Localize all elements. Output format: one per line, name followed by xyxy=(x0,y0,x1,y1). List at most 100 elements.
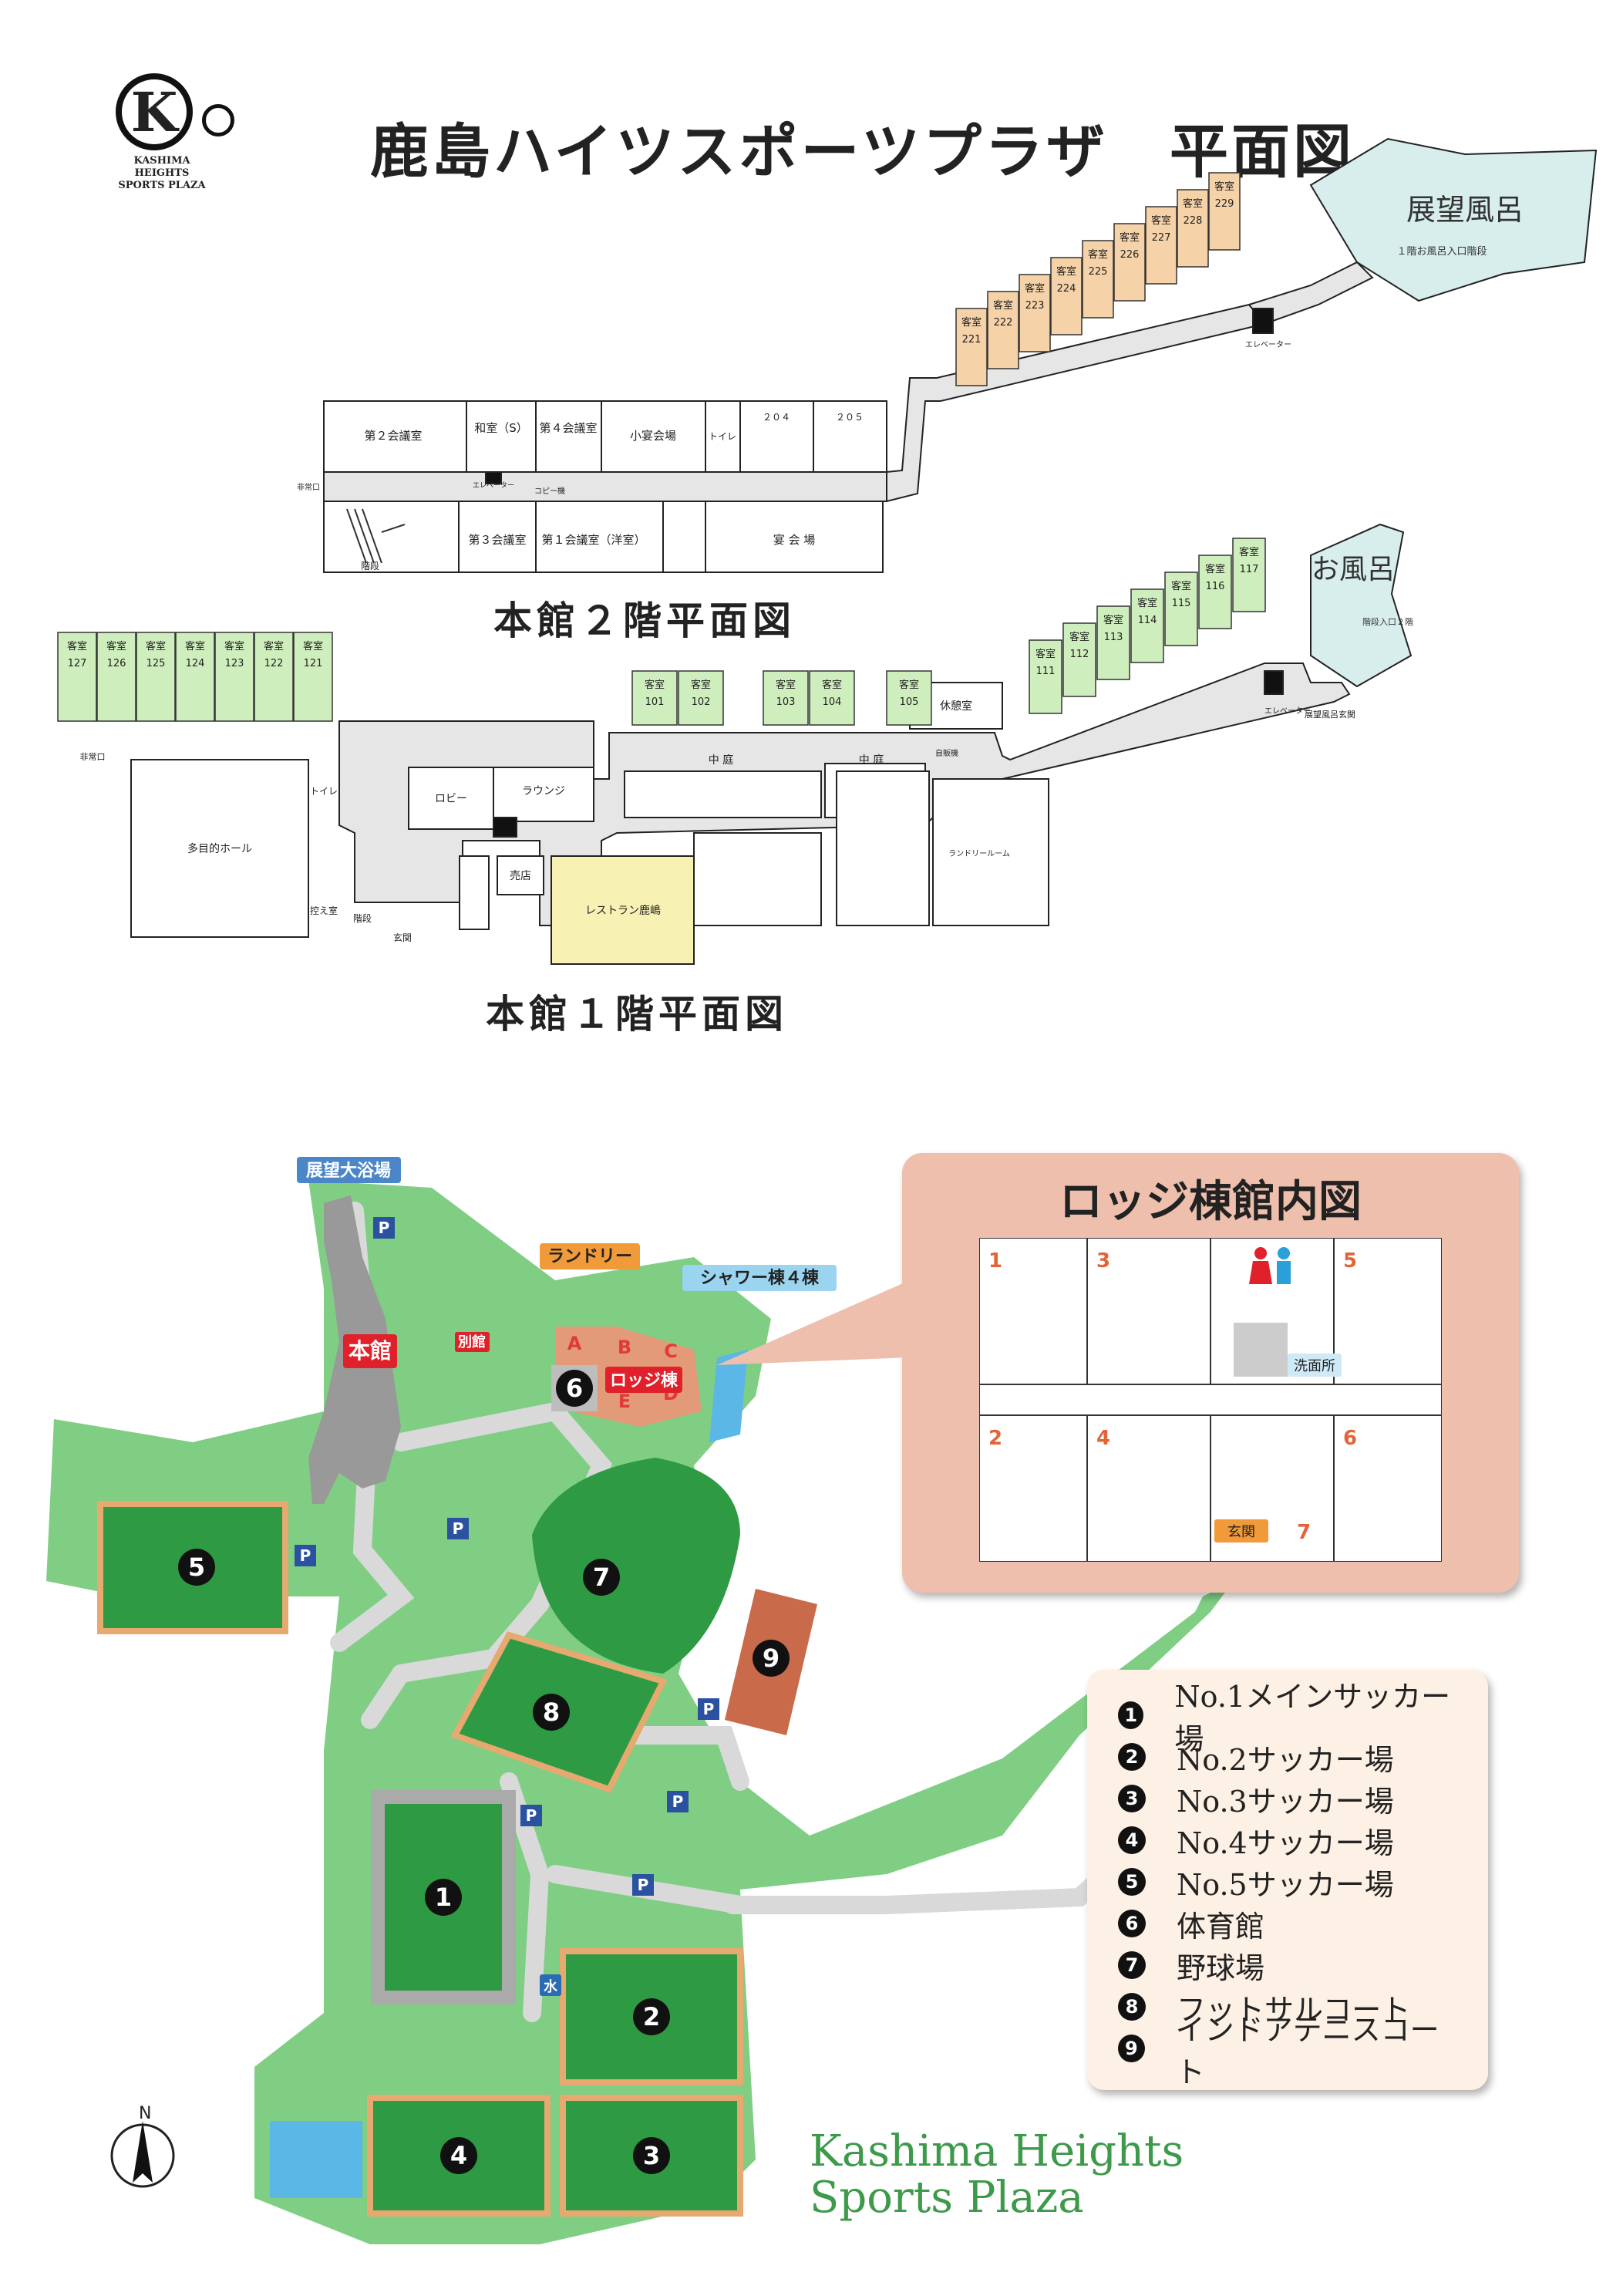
lodge-room-4: 4 xyxy=(1096,1427,1110,1450)
restroom-icon xyxy=(1249,1247,1291,1284)
site-map: 1 2 3 4 5 6 7 8 9 A B C D E 展望大浴場 本館 別館 … xyxy=(46,1157,1243,2244)
label-1f-l15: 中 庭 xyxy=(859,754,884,767)
marker-9-label: 9 xyxy=(763,1644,780,1673)
bath-2f-area xyxy=(1309,137,1598,302)
guest-room-label: 客室 xyxy=(1069,631,1089,643)
guest-room-label: 客室 xyxy=(1239,546,1259,558)
lodge-letter-e: E xyxy=(618,1391,631,1412)
floor-plans: エレベーター 展望風呂 １階お風呂入口階段 第２会議室 和室（S） 第４会議室 … xyxy=(57,137,1598,965)
lodge-grid-floor xyxy=(1234,1323,1288,1377)
marker-1 xyxy=(425,1879,462,1916)
guest-room-number: 228 xyxy=(1184,215,1203,227)
label-1f-l21: 展望風呂玄関 xyxy=(1305,709,1355,720)
label-2f-r16: 階段 xyxy=(361,560,379,571)
room-2f-2 xyxy=(466,400,537,473)
guest-room-number: 224 xyxy=(1057,283,1076,295)
parking-1 xyxy=(373,1217,395,1239)
tag-water: 水 xyxy=(544,1978,558,1995)
label-1f-l3: トイレ xyxy=(310,786,338,797)
guest-room-number: 101 xyxy=(645,696,665,708)
elevator-1f-right xyxy=(1264,670,1284,695)
bath-1f-note: 階段入口２階 xyxy=(1362,616,1413,627)
guest-room-number: 114 xyxy=(1138,615,1157,626)
parking-4 xyxy=(698,1698,719,1720)
guest-room-label: 客室 xyxy=(1120,231,1140,244)
marker-5 xyxy=(178,1549,215,1586)
marker-6 xyxy=(556,1370,593,1407)
corridor-2f xyxy=(323,471,887,502)
room-courtyard-1 xyxy=(624,770,822,818)
lodge-room-1: 1 xyxy=(988,1249,1002,1273)
tag-lodge-bg xyxy=(605,1367,682,1393)
stairs-icon xyxy=(346,508,406,564)
guest-room-number: 221 xyxy=(962,334,982,346)
room-2f-3 xyxy=(535,400,602,473)
guest-room-label: 客室 xyxy=(1151,214,1171,227)
label-2f-r6: ２０４ xyxy=(763,412,790,423)
guest-room-label: 客室 xyxy=(1183,197,1203,210)
washroom-tag-bg xyxy=(1288,1354,1342,1377)
guest-room-number: 111 xyxy=(1036,666,1056,677)
label-2f-r3: 第４会議室 xyxy=(539,421,597,435)
label-2f-r5: トイレ xyxy=(709,431,736,442)
bath-2f-label: 展望風呂 xyxy=(1406,193,1524,227)
tag-laundry-bg xyxy=(540,1243,640,1269)
marker-2 xyxy=(633,1998,670,2035)
tag-annex: 別館 xyxy=(458,1333,486,1350)
label-1f-l5: 階段 xyxy=(353,912,372,924)
guest-room-label: 客室 xyxy=(961,316,982,329)
logo-text: KASHIMA HEIGHTS SPORTS PLAZA xyxy=(118,155,206,191)
guest-room-label: 客室 xyxy=(691,679,711,691)
guest-room-221: 客室 221 xyxy=(955,308,988,386)
room-shop xyxy=(497,855,544,895)
floor2-caption: 本館２階平面図 xyxy=(493,598,796,643)
guest-room-number: 103 xyxy=(776,696,796,708)
parking-7-label: P xyxy=(638,1876,649,1894)
marker-4 xyxy=(440,2137,477,2174)
guest-room-number: 123 xyxy=(225,658,244,669)
site-logo: K KASHIMA HEIGHTS SPORTS PLAZA xyxy=(116,73,239,192)
tag-main-bg xyxy=(343,1334,397,1368)
label-2f-r1: 第２会議室 xyxy=(364,429,422,443)
marker-7-label: 7 xyxy=(593,1563,610,1592)
marker-3-label: 3 xyxy=(643,2141,660,2170)
lodge-letter-b: B xyxy=(618,1337,631,1358)
room-lounge xyxy=(493,767,594,822)
floor1-caption: 本館１階平面図 xyxy=(486,992,788,1037)
guest-room-label: 客室 xyxy=(146,640,166,652)
soccer-field-5 xyxy=(97,1501,288,1634)
label-1f-l2: 多目的ホール xyxy=(187,842,252,855)
label-1f-l11: ラウンジ xyxy=(522,785,565,797)
soccer-field-1 xyxy=(371,1790,516,2004)
marker-5-label: 5 xyxy=(188,1553,205,1582)
label-2f-r13: 第３会議室 xyxy=(468,533,526,547)
label-2f-r12: コピー機 xyxy=(534,486,565,496)
brand-wordmark: Kashima Heights Sports Plaza xyxy=(810,2129,1184,2221)
north-arrow: N xyxy=(110,2104,175,2188)
entrance-label: 玄関 xyxy=(1227,1524,1255,1540)
elevator-2f-right xyxy=(1252,308,1274,334)
marker-8 xyxy=(533,1694,570,1731)
room-1f-b1 xyxy=(693,832,822,926)
label-1f-l6: 玄関 xyxy=(393,932,412,943)
guest-room-number: 113 xyxy=(1104,632,1123,643)
brand-line-1: Kashima Heights xyxy=(810,2126,1184,2176)
lodge-letter-c: C xyxy=(664,1340,678,1362)
guest-room-label: 客室 xyxy=(645,679,665,691)
